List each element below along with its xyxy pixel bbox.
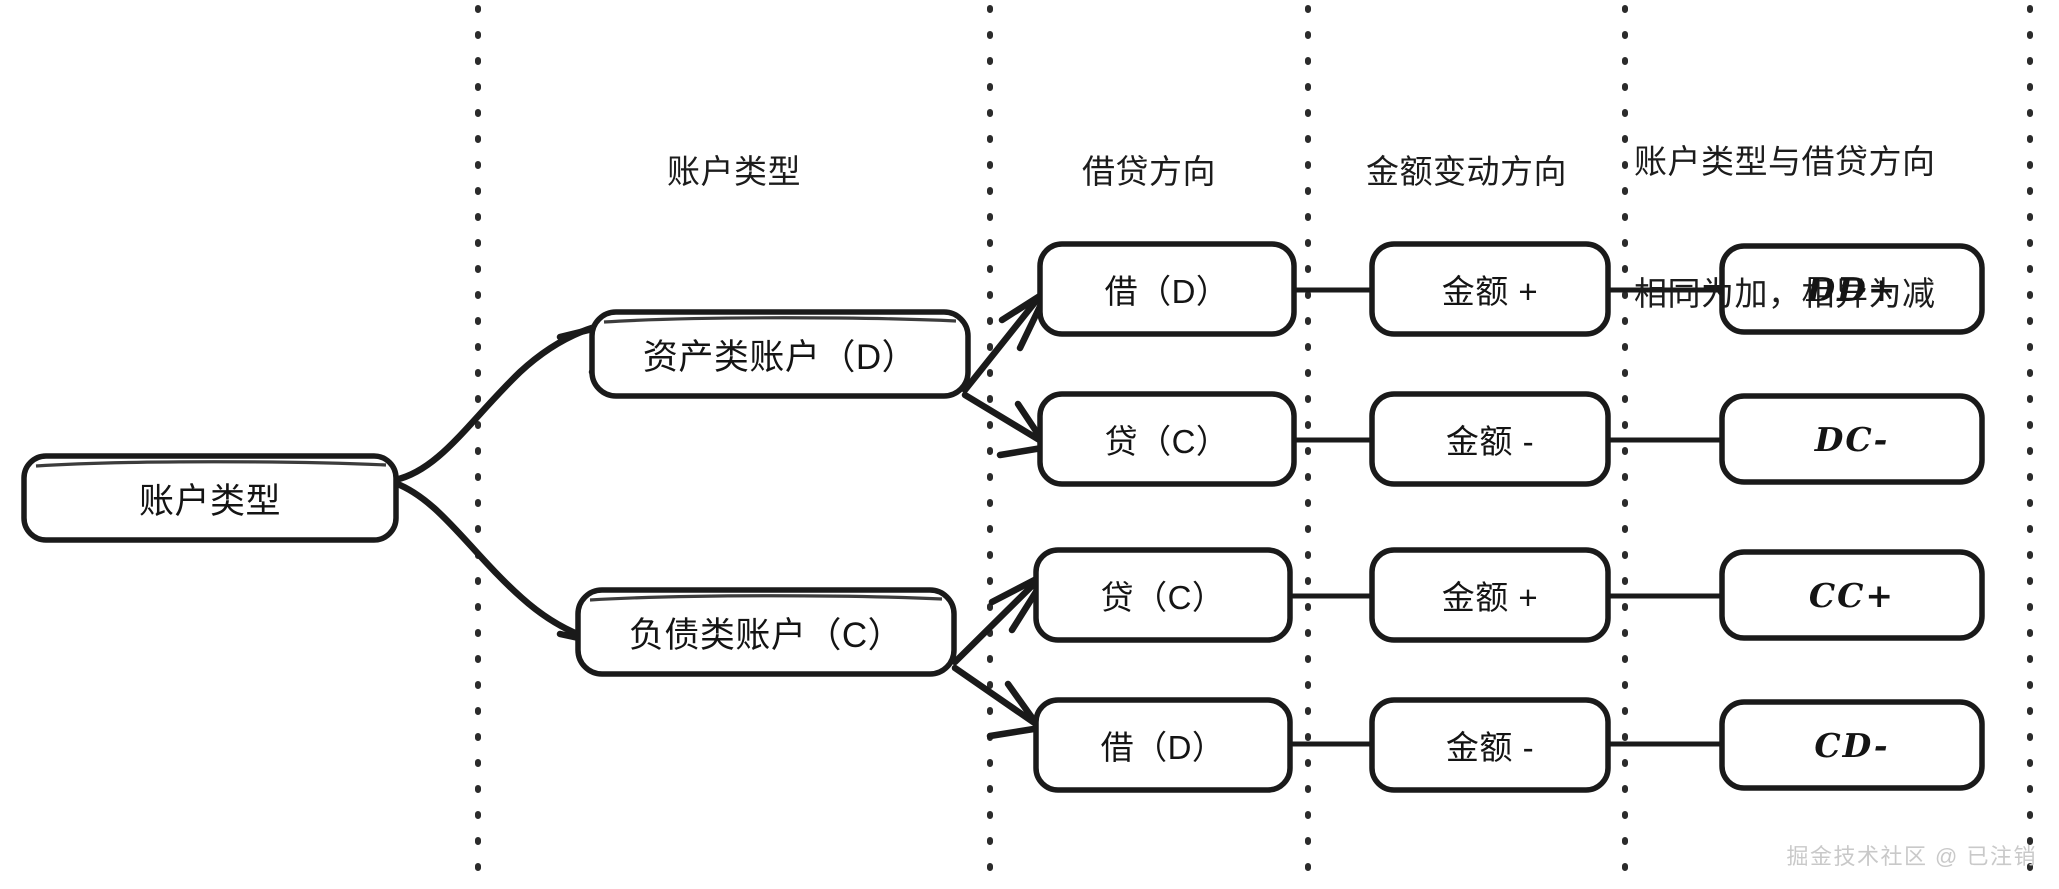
connector-liability-to-debit-2 [951, 664, 1044, 740]
connector-row-links [1290, 287, 1725, 747]
connector-asset-to-credit-1 [961, 391, 1052, 459]
node-amount-shapes [1369, 241, 1611, 793]
node-asset-shape [589, 309, 971, 399]
node-result-shapes [1719, 243, 1985, 791]
node-liability-shape [575, 587, 957, 677]
column-header-account-type-line-1: 账户类型 [667, 153, 801, 190]
column-header-debit-credit-direction-line-1: 借贷方向 [1082, 153, 1216, 190]
connector-liability-to-credit-2 [951, 570, 1050, 666]
column-header-amount-change-direction: 金额变动方向 [1308, 62, 1625, 282]
node-direction-shapes [1033, 241, 1297, 793]
column-header-debit-credit-direction: 借贷方向 [990, 62, 1308, 282]
column-header-rule: 账户类型与借贷方向 相同为加，相异为减 [1634, 52, 2030, 404]
watermark-text: 掘金技术社区 @ 已注销 [1786, 844, 2037, 869]
column-header-amount-change-direction-line-1: 金额变动方向 [1366, 153, 1567, 190]
column-header-account-type: 账户类型 [478, 62, 990, 282]
node-root-shape [21, 453, 399, 543]
column-header-rule-line-2: 相同为加，相异为减 [1634, 275, 1936, 312]
column-header-rule-line-1: 账户类型与借贷方向 [1634, 143, 1936, 180]
connector-asset-to-debit-1 [961, 288, 1050, 394]
